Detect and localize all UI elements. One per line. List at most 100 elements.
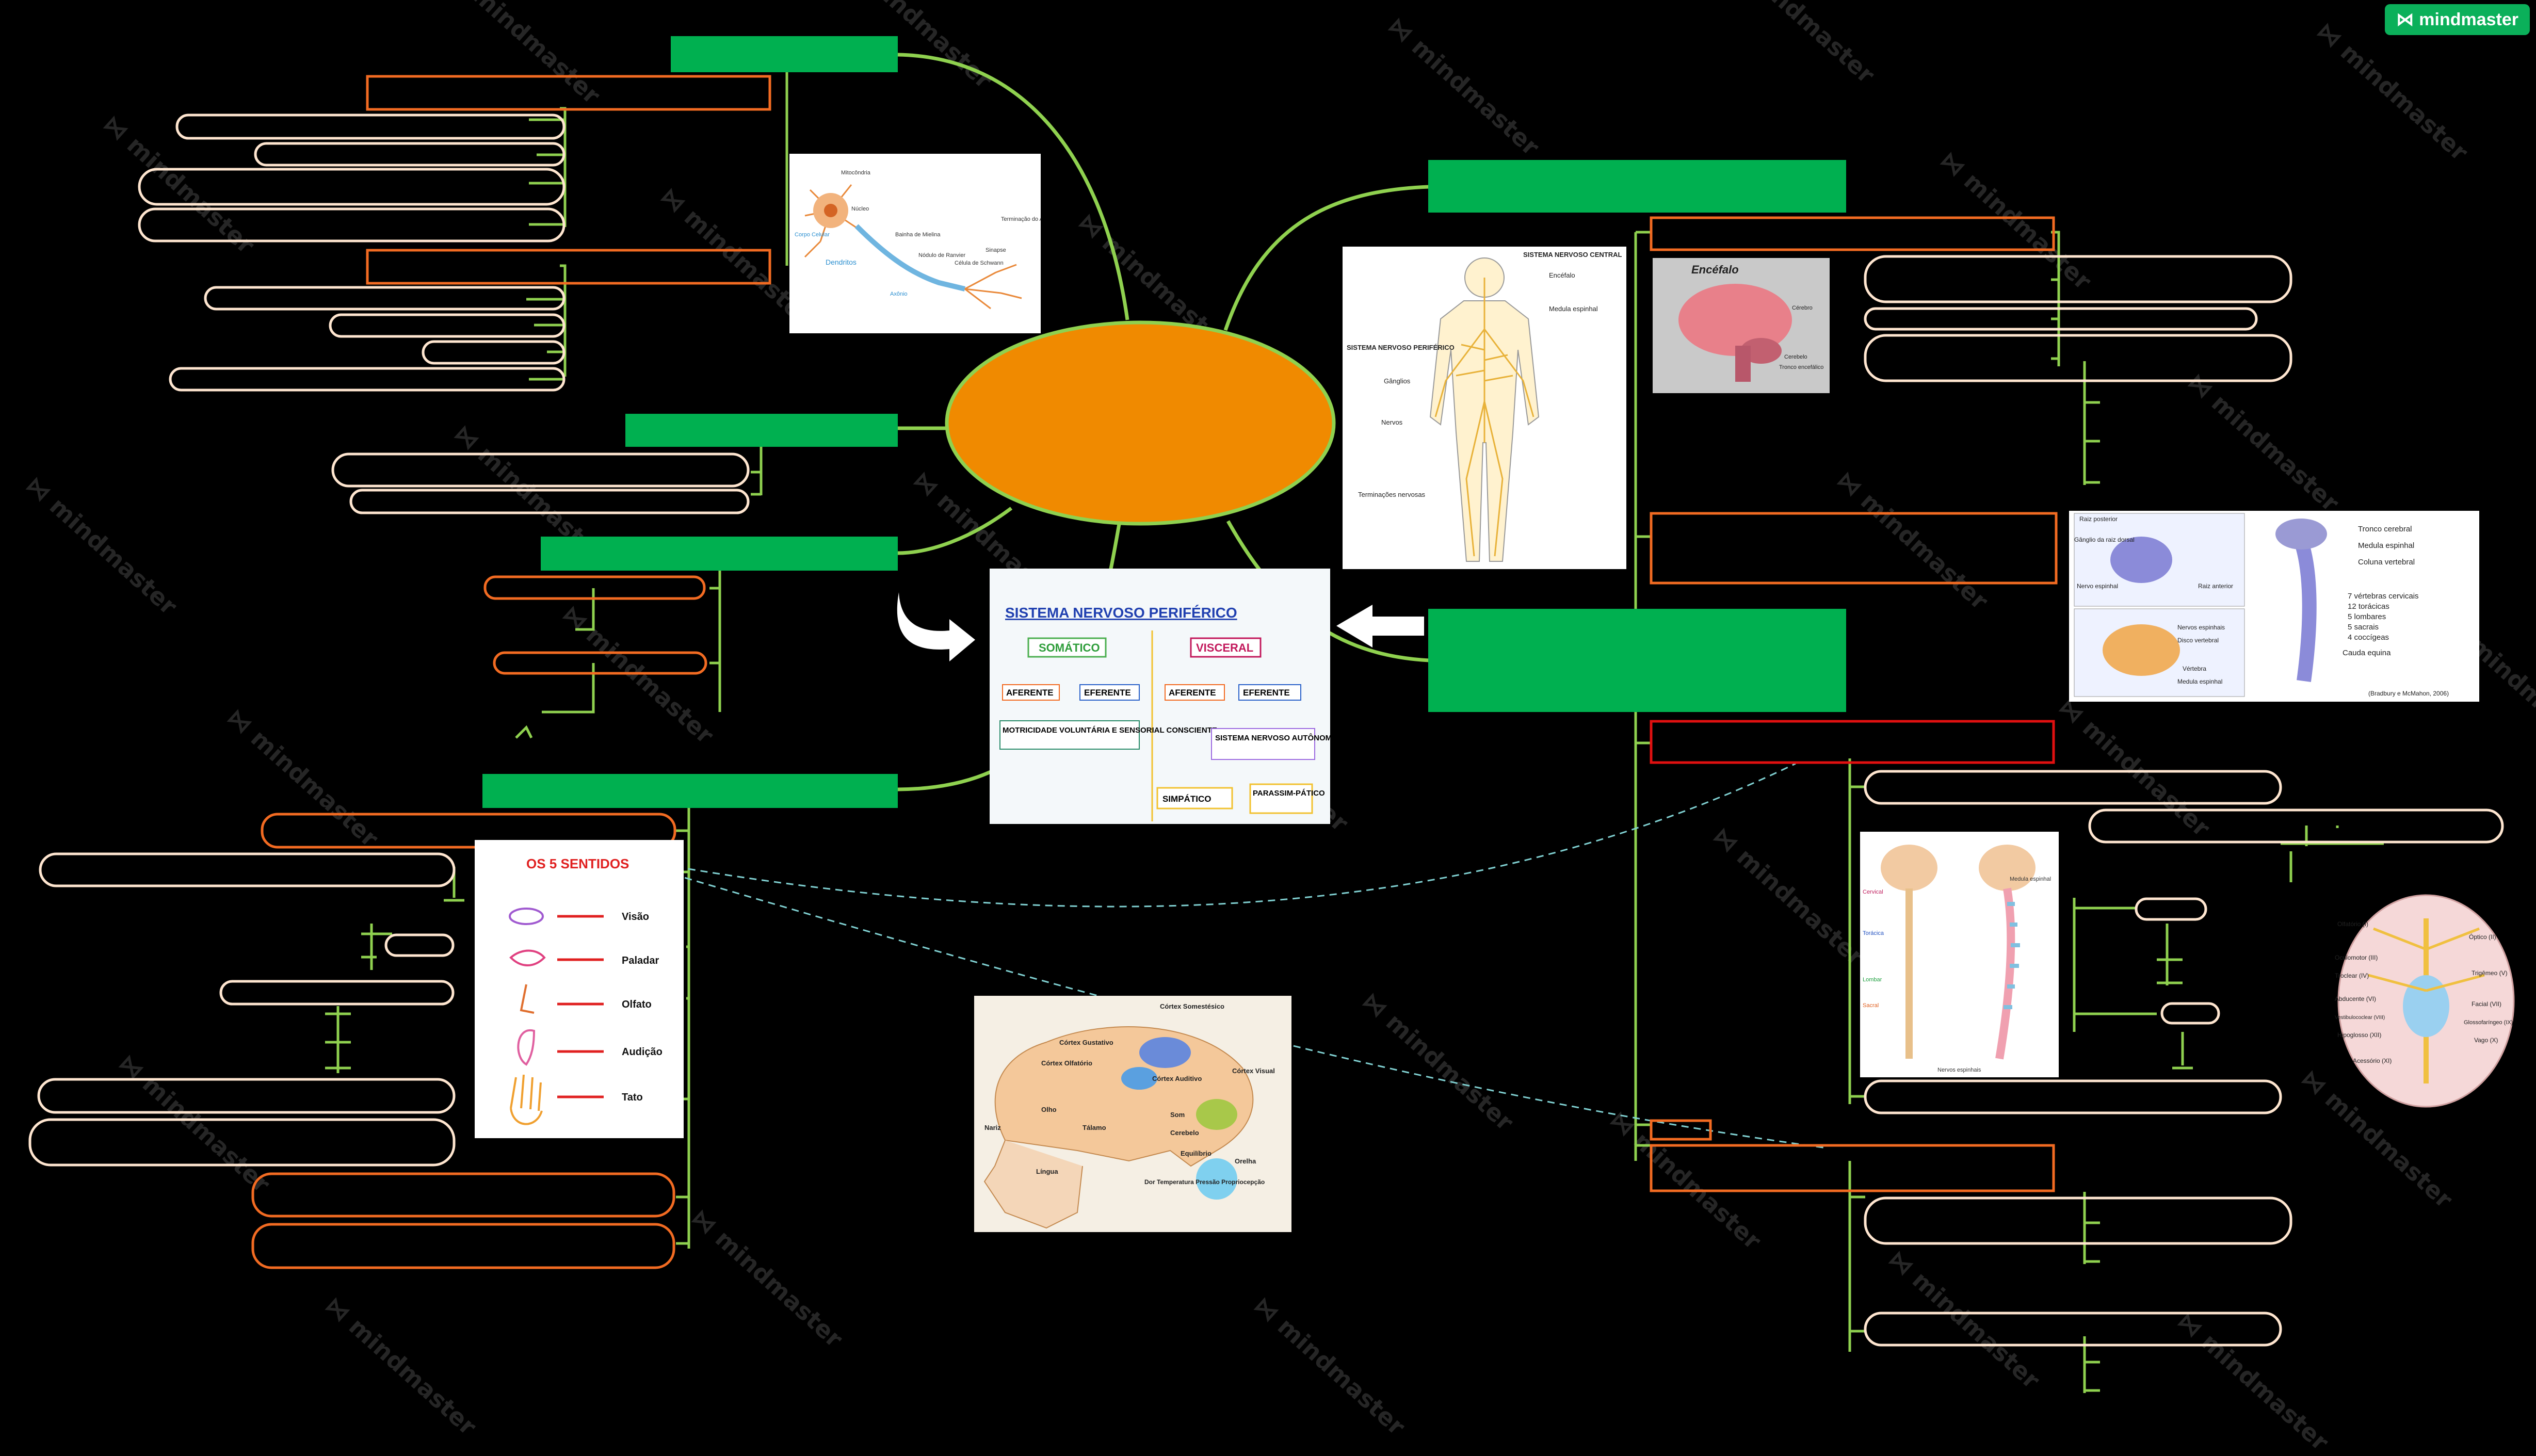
sub-node-10[interactable] — [1650, 1119, 1712, 1141]
cranial-label: Vago (X) — [2474, 1037, 2498, 1044]
leaf-3[interactable] — [138, 168, 566, 206]
cortex-label: Córtex Auditivo — [1152, 1075, 1202, 1082]
snp-eferente-1: EFERENTE — [1084, 688, 1131, 698]
leaf-22[interactable] — [2160, 1002, 2220, 1025]
leaf-6[interactable] — [329, 313, 566, 338]
ns-label: Gânglios — [1384, 377, 1411, 385]
leaf-7[interactable] — [422, 340, 566, 365]
central-node[interactable] — [945, 320, 1336, 526]
neuron-label: Terminação do Axônio — [1001, 216, 1041, 222]
arrow-left-icon — [1336, 605, 1424, 648]
leaf-19[interactable] — [1864, 770, 2282, 805]
spinal-label: Sacral — [1863, 1002, 1879, 1009]
leaf-4[interactable] — [138, 207, 566, 242]
leaf-5[interactable] — [204, 286, 566, 311]
main-node-right-2[interactable] — [1428, 609, 1846, 712]
leaf-18[interactable] — [1864, 334, 2292, 382]
leaf-15[interactable] — [28, 1118, 456, 1167]
leaf-24[interactable] — [1864, 1196, 2292, 1245]
cranial-label: Troclear (IV) — [2335, 972, 2369, 979]
leaf-2[interactable] — [254, 142, 566, 167]
leaf-nodes — [28, 114, 2504, 1347]
ns-label: Nervos — [1381, 418, 1403, 426]
leaf-12[interactable] — [384, 933, 455, 957]
cranial-label: Abducente (VI) — [2335, 995, 2376, 1002]
ns-label: Encéfalo — [1549, 271, 1575, 279]
spine-label: Disco vertebral — [2177, 637, 2219, 644]
main-node-left-4[interactable] — [482, 774, 898, 808]
neuron-label: Núcleo — [851, 206, 869, 212]
leaf-10[interactable] — [349, 489, 750, 514]
neuron-label: Axônio — [890, 291, 908, 297]
sub-node-7[interactable] — [251, 1223, 675, 1269]
sense-arrows — [557, 915, 604, 1098]
leaf-25[interactable] — [1864, 1312, 2282, 1347]
sub-node-9[interactable] — [1650, 512, 2058, 585]
ns-label: Terminações nervosas — [1358, 491, 1426, 498]
leaf-17[interactable] — [1864, 307, 2258, 331]
sense-icons — [509, 908, 546, 1125]
neuron-label: Bainha de Mielina — [895, 232, 941, 238]
leaf-9[interactable] — [331, 452, 750, 488]
sub-node-1[interactable] — [366, 75, 771, 111]
neuron-label: Dendritos — [826, 258, 857, 266]
eye-icon — [509, 908, 544, 925]
leaf-21[interactable] — [2135, 897, 2207, 921]
nerve-lines — [1434, 278, 1534, 557]
spine-image: Raiz posterior Gânglio da raiz dorsal Ne… — [2069, 511, 2479, 702]
main-node-right-1[interactable] — [1428, 160, 1846, 213]
cortex-label: Córtex Somestésico — [1160, 1002, 1224, 1010]
head-shape — [983, 1140, 1083, 1229]
leaf-23[interactable] — [1864, 1079, 2282, 1114]
neuron-label: Sinapse — [986, 247, 1006, 253]
spine-label: Raiz posterior — [2079, 515, 2118, 523]
snp-motricidade: MOTRICIDADE VOLUNTÁRIA E SENSORIAL CONSC… — [1003, 726, 1217, 735]
cranial-label: Glossofaríngeo (IX) — [2464, 1020, 2513, 1026]
cortex-label: Córtex Olfatório — [1041, 1059, 1092, 1067]
leaf-20[interactable] — [2088, 808, 2504, 844]
spine-label: Coluna vertebral — [2358, 558, 2415, 567]
cortex-label: Som — [1170, 1111, 1185, 1119]
right-connectors — [1634, 231, 2384, 1393]
brain-label: Cérebro — [1792, 305, 1813, 311]
leaf-8[interactable] — [169, 367, 566, 392]
neuron-label: Mitocôndria — [841, 170, 871, 176]
mindmaster-logo-icon: ⋈ — [2396, 10, 2414, 29]
sub-node-4[interactable] — [493, 651, 707, 675]
sub-node-6[interactable] — [251, 1172, 675, 1218]
spinal-label: Nervos espinhais — [1937, 1067, 1981, 1073]
sub-node-11[interactable] — [1650, 1144, 2055, 1192]
sub-node-5[interactable] — [261, 813, 676, 849]
spine-label: Gânglio da raiz dorsal — [2074, 536, 2135, 543]
main-node-left-3[interactable] — [541, 537, 898, 571]
spine-citation: (Bradbury e McMahon, 2006) — [2368, 690, 2449, 697]
snp-visceral: VISCERAL — [1196, 641, 1253, 654]
sense-label: Olfato — [622, 999, 652, 1010]
sub-node-red[interactable] — [1650, 720, 2055, 764]
ns-title: SISTEMA NERVOSO CENTRAL — [1523, 251, 1622, 258]
leaf-1[interactable] — [175, 114, 566, 140]
leaf-16[interactable] — [1864, 255, 2292, 303]
leaf-13[interactable] — [219, 980, 455, 1006]
main-node-left-1[interactable] — [671, 36, 898, 72]
cranial-nerves-image: Olfatório (I) Óptico (II) Oculomotor (II… — [2332, 887, 2521, 1114]
sense-label: Audição — [622, 1046, 663, 1058]
ns-label: SISTEMA NERVOSO PERIFÉRICO — [1347, 344, 1455, 351]
main-node-left-2[interactable] — [625, 414, 898, 447]
sub-node-3[interactable] — [483, 575, 706, 600]
leaf-14[interactable] — [37, 1078, 456, 1114]
spine-label: 12 torácicas — [2348, 602, 2389, 611]
cranial-label: Acessório (XI) — [2353, 1057, 2392, 1064]
cranial-label: Óptico (II) — [2469, 933, 2496, 941]
brain-shape — [994, 1026, 1254, 1167]
spine-label: Raiz anterior — [2198, 583, 2233, 590]
sub-node-8[interactable] — [1650, 216, 2055, 251]
mindmaster-badge[interactable]: ⋈mindmaster — [2385, 4, 2530, 35]
main-nodes — [482, 36, 1846, 808]
spine-label: Cauda equina — [2343, 649, 2391, 657]
cranial-label: Facial (VII) — [2472, 1000, 2501, 1008]
cranial-label: Olfatório (I) — [2337, 920, 2368, 928]
leaf-11[interactable] — [39, 852, 456, 887]
sub-nodes — [251, 75, 2058, 1269]
sub-node-2[interactable] — [366, 249, 771, 285]
